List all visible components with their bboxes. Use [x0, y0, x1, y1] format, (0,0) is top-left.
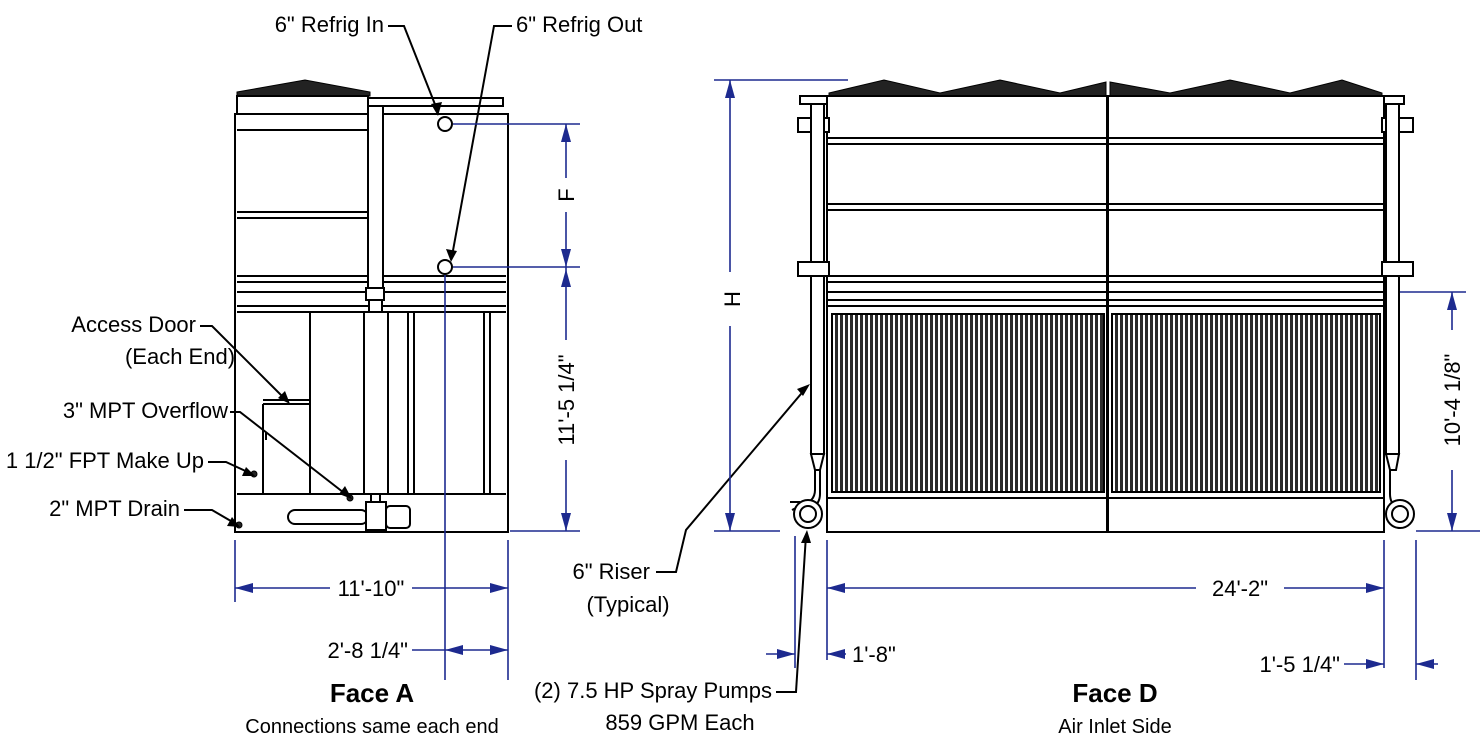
dim-face-a-offset: 2'-8 1/4"	[327, 638, 408, 663]
refrig-in-connection	[437, 116, 453, 132]
label-refrig-out: 6" Refrig Out	[516, 12, 642, 37]
label-refrig-in: 6" Refrig In	[275, 12, 384, 37]
face-a-subtitle: Connections same each end	[245, 716, 499, 738]
face-d-riser-left	[810, 103, 825, 265]
face-d-subtitle: Air Inlet Side	[1058, 716, 1171, 738]
label-overflow: 3" MPT Overflow	[63, 398, 228, 423]
face-a-overflow-pipe	[287, 509, 369, 525]
face-d-louver-left	[831, 313, 1105, 493]
face-a-fan-cowl	[236, 95, 369, 115]
label-riser-typical: (Typical)	[586, 592, 669, 617]
label-make-up: 1 1/2" FPT Make Up	[6, 448, 204, 473]
dim-f: F	[554, 188, 579, 201]
face-d-callouts: 6" Riser (Typical) (2) 7.5 HP Spray Pump…	[534, 384, 811, 735]
face-a-pump-body	[365, 501, 387, 531]
dim-h: H	[720, 291, 745, 307]
face-d-dimensions: H 10'-4 1/8" 24'-2" 1'-8" 1'-5 1/4"	[714, 79, 1480, 680]
face-d-view	[790, 79, 1415, 533]
dim-right-offset: 1'-5 1/4"	[1259, 652, 1340, 677]
dim-left-offset: 1'-8"	[852, 642, 896, 667]
face-a-riser-joint	[365, 287, 385, 301]
face-a-callouts: 6" Refrig In 6" Refrig Out Access Door (…	[6, 12, 642, 527]
dim-face-a-width: 11'-10"	[338, 576, 405, 601]
face-d-riser-right	[1385, 103, 1400, 265]
face-d-title: Face D	[1072, 678, 1157, 708]
face-d-louver-right	[1111, 313, 1381, 493]
label-riser: 6" Riser	[573, 559, 651, 584]
face-a-fan-top	[236, 79, 371, 97]
dim-riser-height: 10'-4 1/8"	[1440, 354, 1465, 447]
label-spray-pumps: (2) 7.5 HP Spray Pumps	[534, 678, 772, 703]
dim-face-d-width: 24'-2"	[1212, 576, 1268, 601]
refrig-out-connection	[437, 259, 453, 275]
dim-face-a-height: 11'-5 1/4"	[554, 354, 579, 445]
label-drain: 2" MPT Drain	[49, 496, 180, 521]
label-access-door-each-end: (Each End)	[125, 344, 235, 369]
face-a-title: Face A	[330, 678, 415, 708]
face-a-dimensions: F 11'-5 1/4" 11'-10" 2'-8 1/4"	[234, 123, 580, 680]
face-a-riser-upper	[367, 105, 384, 289]
label-spray-pumps-gpm: 859 GPM Each	[605, 710, 754, 735]
face-a-view	[234, 79, 509, 533]
label-access-door: Access Door	[71, 312, 196, 337]
